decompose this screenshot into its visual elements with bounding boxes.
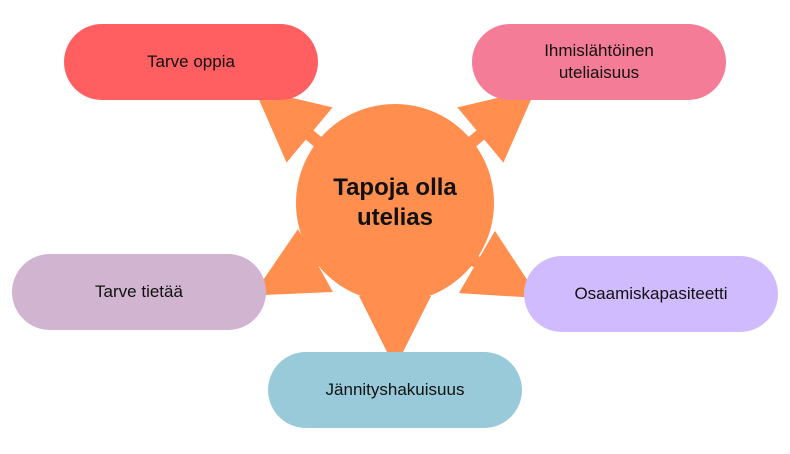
node-tarve-tietaa: Tarve tietää [12,254,266,330]
node-osaamiskapasiteetti: Osaamiskapasiteetti [524,256,778,332]
node-ihmislahtoinen-uteliaisuus: Ihmislähtöinen uteliaisuus [472,24,726,100]
arrow-to-tarve-tietaa [252,229,333,296]
node-label: Jännityshakuisuus [325,380,465,399]
node-label: Ihmislähtöinen uteliaisuus [544,41,654,82]
node-label: Tarve tietää [95,282,183,301]
node-tarve-oppia: Tarve oppia [64,24,318,100]
arrow-to-tarve-oppia [254,88,333,163]
arrow-to-osaamiskapasiteetti [458,230,540,299]
node-label: Osaamiskapasiteetti [574,284,728,303]
center-label: Tapoja olla utelias [333,174,457,231]
node-label: Tarve oppia [147,52,235,71]
node-jannityshakuisuus: Jännityshakuisuus [268,352,522,428]
center-circle: Tapoja olla utelias [296,104,494,302]
arrow-to-ihmislahtoinen-uteliaisuus [457,88,536,163]
